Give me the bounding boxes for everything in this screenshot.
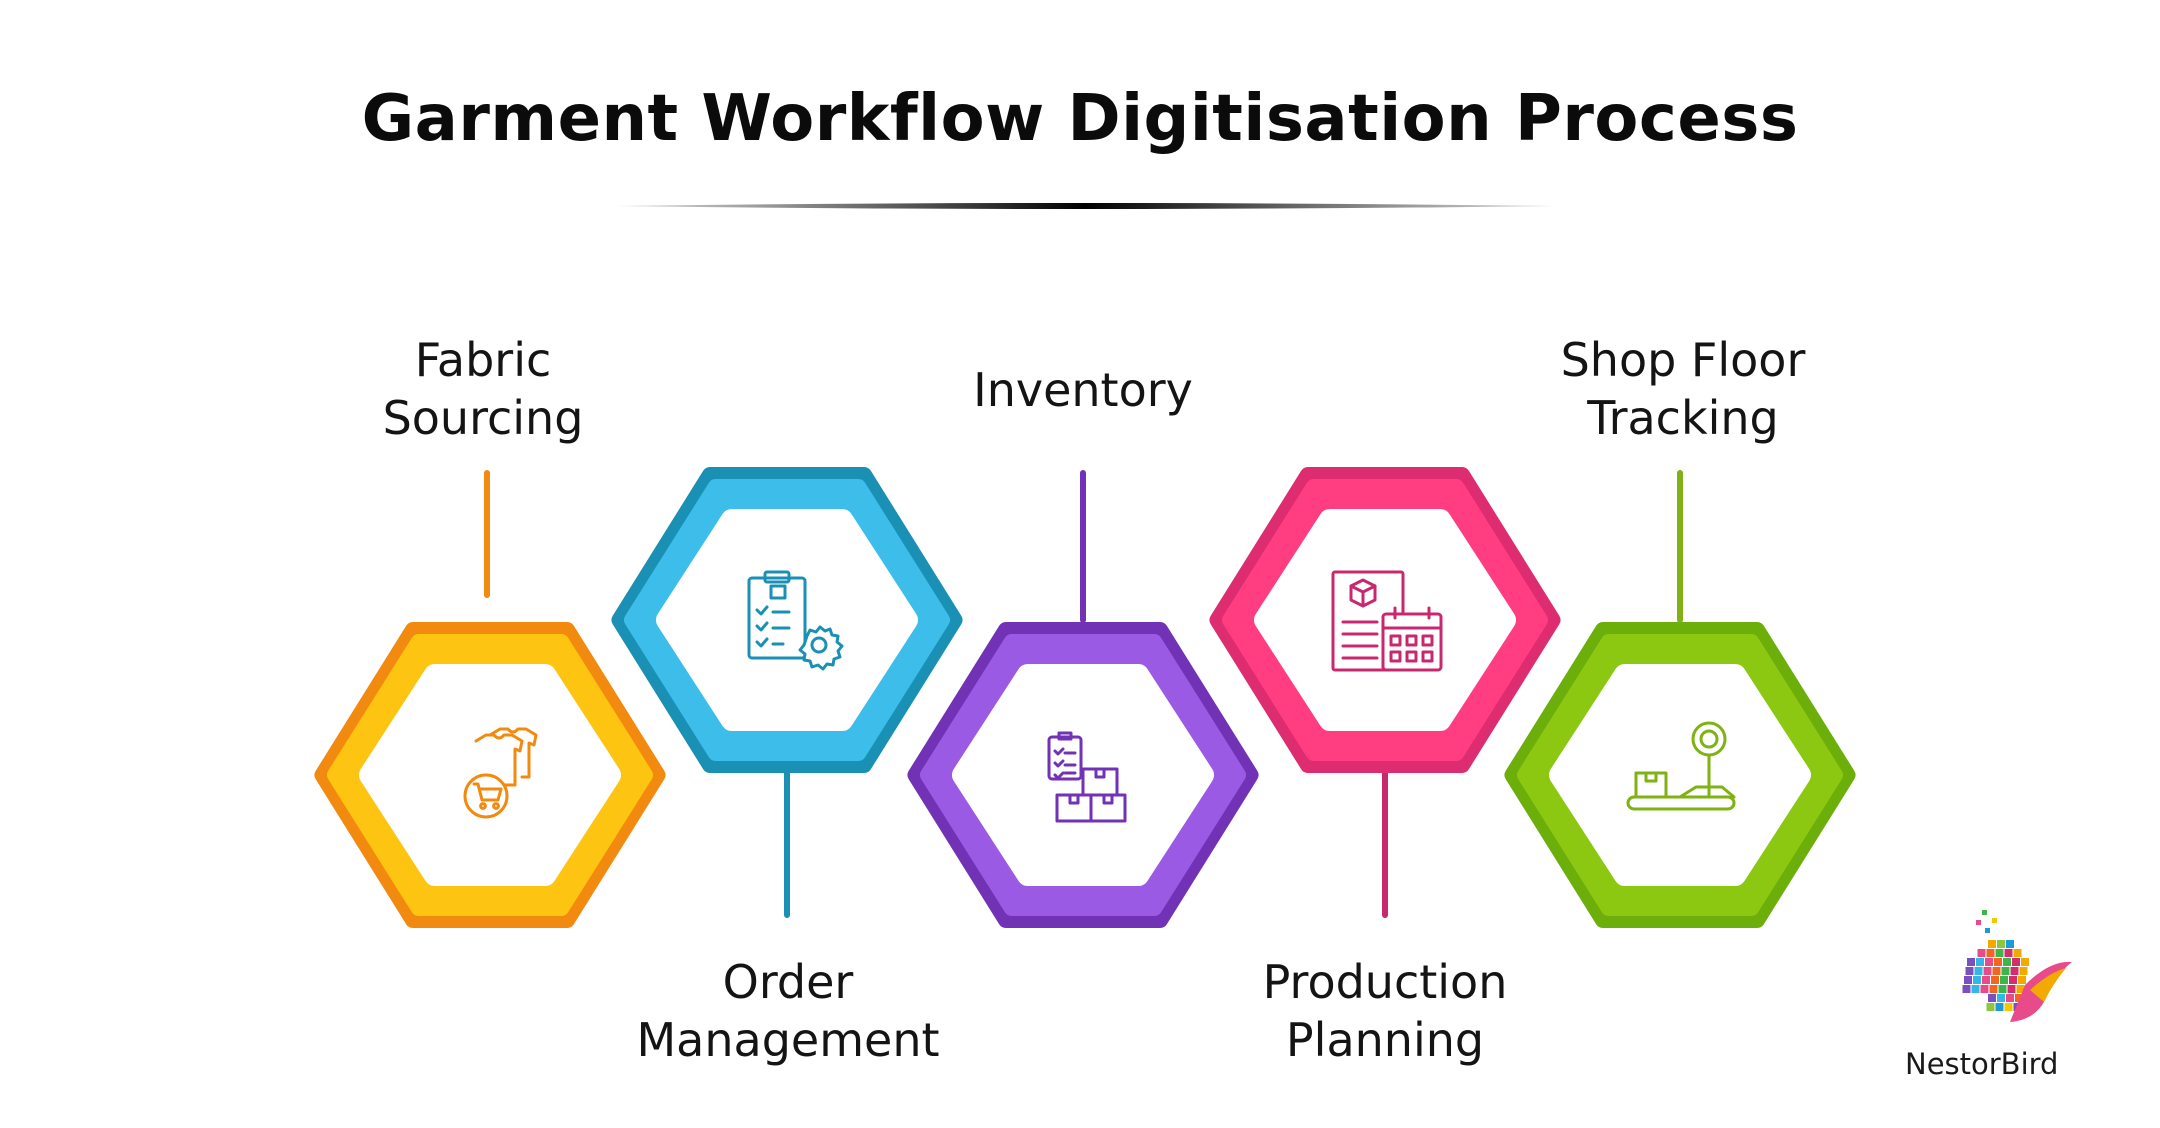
logo-tile xyxy=(2018,976,2026,984)
logo-tile xyxy=(1974,967,1983,975)
logo-tile xyxy=(1965,967,1974,975)
logo-tile xyxy=(2000,976,2008,984)
logo-tile xyxy=(2013,949,2022,957)
step-label-line: Tracking xyxy=(1587,391,1779,445)
logo-tile xyxy=(1985,958,1993,966)
step-label-line: Order xyxy=(722,955,854,1009)
logo-tile xyxy=(2019,967,2028,975)
step-label-line: Sourcing xyxy=(382,391,584,445)
logo-tile xyxy=(2010,967,2019,975)
box-calendar-icon xyxy=(1331,570,1443,672)
logo-tile xyxy=(1994,958,2002,966)
step-label-line: Planning xyxy=(1285,1013,1485,1067)
logo-tile xyxy=(1971,985,1980,993)
logo-tile xyxy=(2012,958,2020,966)
logo-tile xyxy=(1962,985,1971,993)
logo-tile xyxy=(1991,976,1999,984)
step-label-line: Inventory xyxy=(973,363,1193,417)
location-pin-box-icon xyxy=(1626,721,1736,811)
logo-tile xyxy=(1988,940,1996,948)
checklist-boxes-icon xyxy=(1047,731,1127,823)
step-label-line: Production xyxy=(1262,955,1508,1009)
logo-tile xyxy=(1973,976,1981,984)
logo-tile xyxy=(1964,976,1972,984)
logo-tile xyxy=(1967,958,1975,966)
logo-tile xyxy=(2004,1003,2013,1011)
logo-tile xyxy=(1983,967,1992,975)
logo-tile xyxy=(2001,967,2010,975)
title-divider xyxy=(615,203,1555,209)
page-title: Garment Workflow Digitisation Process xyxy=(361,82,1799,156)
logo-tile xyxy=(1989,985,1998,993)
logo-tile xyxy=(1977,949,1986,957)
logo-tile xyxy=(1976,958,1984,966)
logo-tile xyxy=(1997,994,2005,1002)
logo-wing-highlight xyxy=(2030,968,2066,1002)
logo-tile xyxy=(2015,994,2023,1002)
logo-tile xyxy=(1998,985,2007,993)
logo-tile xyxy=(2003,958,2011,966)
logo-tile xyxy=(1995,1003,2004,1011)
clothes-shopping-cart-icon xyxy=(463,727,538,819)
logo-tile xyxy=(1986,949,1995,957)
logo-tile xyxy=(1992,967,2001,975)
logo-pixel xyxy=(1992,918,1997,923)
logo-tile xyxy=(1997,940,2005,948)
logo-tile xyxy=(1982,976,1990,984)
clipboard-gear-icon xyxy=(747,570,844,671)
step-label-fabric-sourcing: Fabric Sourcing xyxy=(273,331,693,447)
logo-pixel xyxy=(1976,920,1981,925)
nestorbird-logo xyxy=(1962,910,2072,1022)
logo-tile xyxy=(2021,958,2029,966)
brand-name: NestorBird xyxy=(1905,1047,2059,1081)
logo-tile xyxy=(1986,1003,1995,1011)
logo-tile xyxy=(2004,949,2013,957)
step-label-shop-floor-tracking: Shop Floor Tracking xyxy=(1473,331,1893,447)
logo-tile xyxy=(1980,985,1989,993)
logo-tile xyxy=(2009,976,2017,984)
logo-tile xyxy=(1988,994,1996,1002)
step-label-production-planning: Production Planning xyxy=(1175,953,1595,1069)
step-label-inventory: Inventory xyxy=(873,361,1293,419)
logo-tile xyxy=(2006,994,2014,1002)
logo-tile xyxy=(2006,940,2014,948)
logo-tile xyxy=(2007,985,2016,993)
logo-tile xyxy=(2016,985,2025,993)
hexagon-order-management xyxy=(611,467,963,773)
step-label-order-management: Order Management xyxy=(578,953,998,1069)
step-label-line: Fabric xyxy=(414,333,552,387)
logo-tile xyxy=(1995,949,2004,957)
logo-pixel xyxy=(1982,910,1987,915)
step-label-line: Management xyxy=(636,1013,940,1067)
step-label-line: Shop Floor xyxy=(1560,333,1806,387)
logo-pixel xyxy=(1985,928,1990,933)
hexagon-shop-floor-tracking xyxy=(1504,622,1856,928)
